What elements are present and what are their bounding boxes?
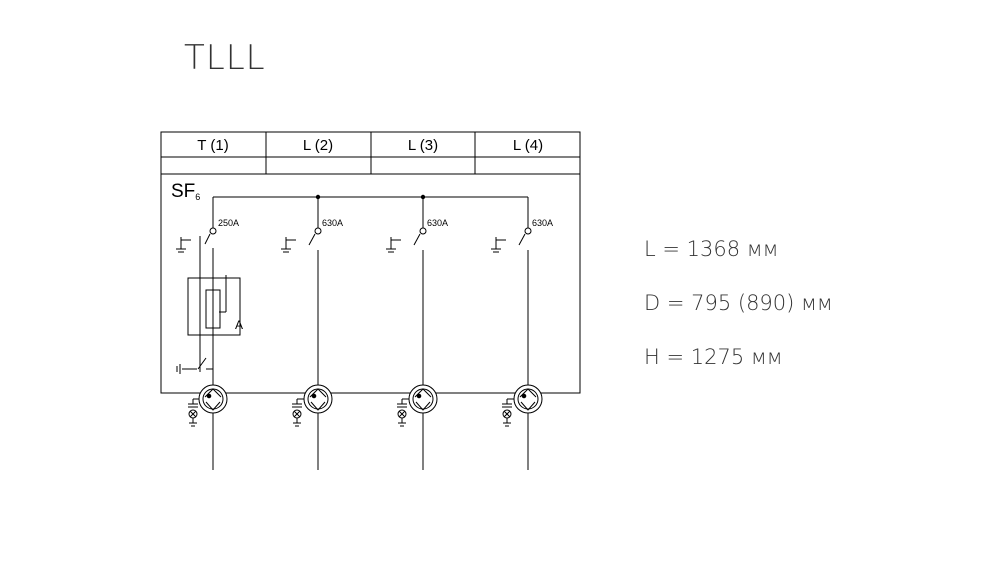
- panel-header-4: L (4): [513, 137, 543, 154]
- dimension-depth: D = 795 (890) мм: [644, 291, 833, 315]
- panel-header-1: T (1): [197, 137, 228, 154]
- panel-header-3: L (3): [408, 137, 438, 154]
- sf6-enclosure: [160, 173, 581, 394]
- rating-3: 630A: [427, 218, 448, 228]
- gas-label: SF6: [171, 181, 200, 202]
- rating-2: 630A: [322, 218, 343, 228]
- dimension-length: L = 1368 мм: [644, 237, 779, 261]
- gas-main: SF: [171, 181, 195, 202]
- rating-1: 250A: [218, 218, 239, 228]
- panel-header-2: L (2): [303, 137, 333, 154]
- line-feeder-3: [386, 197, 427, 470]
- switch-contact: [524, 227, 532, 235]
- switch-contact: [209, 227, 217, 235]
- fuse-label: A: [235, 318, 243, 332]
- dimension-height: H = 1275 мм: [644, 345, 783, 369]
- gas-sub: 6: [195, 192, 200, 202]
- ct-and-indicators: [188, 384, 543, 427]
- rating-4: 630A: [532, 218, 553, 228]
- line-feeder-2: [281, 197, 322, 470]
- fuse-element: [205, 289, 221, 329]
- transformer-feeder: [176, 197, 241, 470]
- switch-contact: [419, 227, 427, 235]
- diagram-title: TLLL: [184, 38, 266, 78]
- switch-contact: [314, 227, 322, 235]
- fuse-outer-box: [187, 277, 241, 336]
- line-feeder-4: [491, 197, 532, 470]
